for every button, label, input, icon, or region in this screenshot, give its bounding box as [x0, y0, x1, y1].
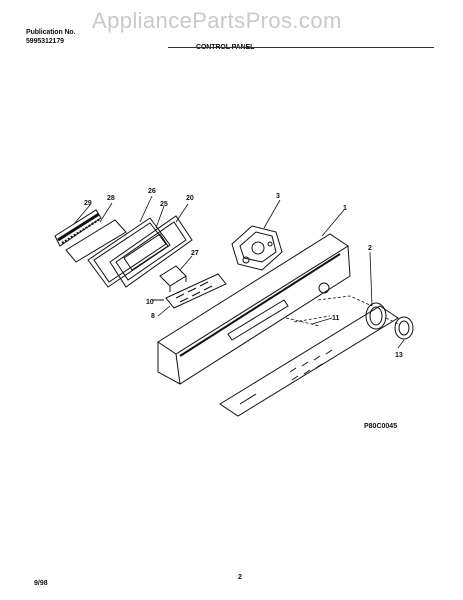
callout-26: 26 [148, 188, 156, 195]
callout-10: 10 [146, 299, 154, 306]
part-1-control-panel-shape [157, 233, 351, 385]
callout-25: 25 [160, 201, 168, 208]
assembly-lines [285, 295, 399, 327]
part-11-front-panel-shape [219, 305, 399, 417]
callout-11: 11 [332, 315, 340, 322]
callout-1: 1 [343, 205, 347, 212]
callout-20: 20 [186, 195, 194, 202]
part-27-shape [159, 265, 187, 292]
part-29-shape [54, 209, 102, 247]
callout-29: 29 [84, 200, 92, 207]
callout-3: 3 [276, 193, 280, 200]
callout-27: 27 [191, 250, 199, 257]
part-10-board-shape [165, 273, 227, 309]
part-3-timer-shape [231, 225, 283, 271]
part-13-dial-shape [394, 316, 414, 340]
part-20-shape [109, 215, 193, 288]
part-26-shape [87, 217, 171, 288]
figure-code: P80C0045 [364, 423, 397, 430]
leader-lines [73, 195, 405, 349]
publication-number: 5995312179 [26, 38, 64, 45]
callout-13: 13 [395, 352, 403, 359]
part-28-shape [65, 219, 127, 263]
part-2-knob-shape [365, 302, 387, 330]
publication-label: Publication No. [26, 29, 76, 36]
page-number: 2 [238, 574, 242, 581]
footer-date: 9/98 [34, 580, 48, 587]
header-rule [168, 47, 434, 48]
callout-28: 28 [107, 195, 115, 202]
callout-2: 2 [368, 245, 372, 252]
callout-8: 8 [151, 313, 155, 320]
watermark: AppliancePartsPros.com [92, 8, 342, 33]
